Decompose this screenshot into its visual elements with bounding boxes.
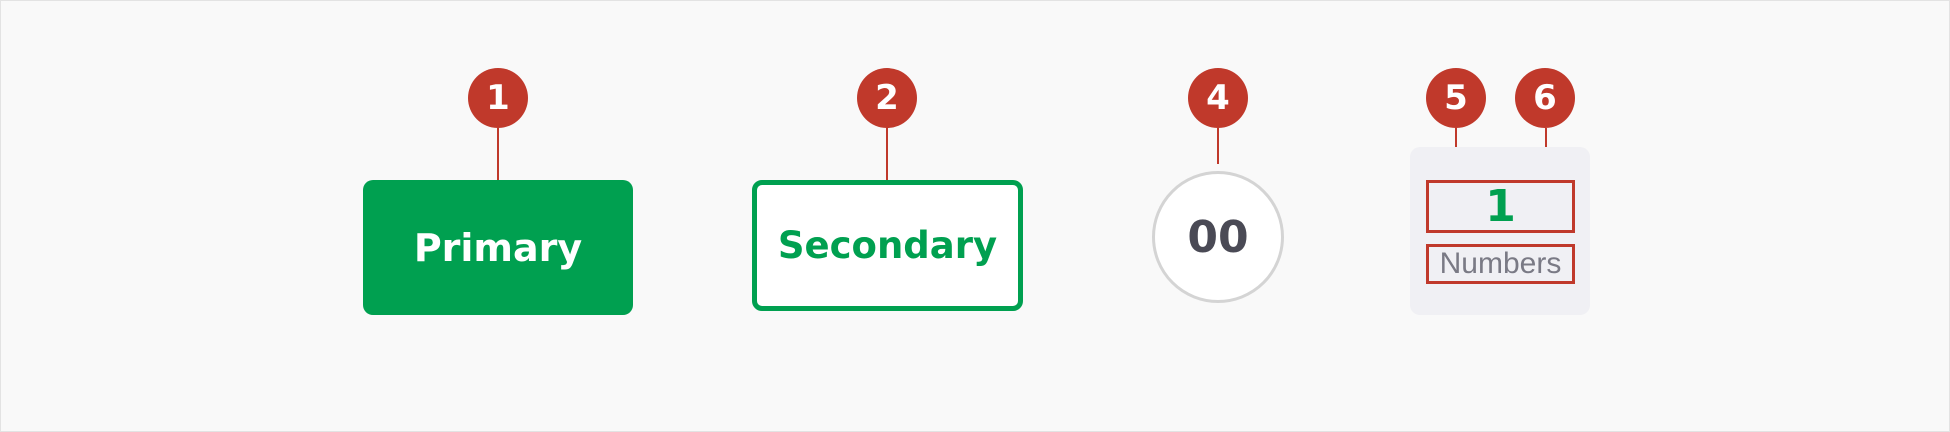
- marker-5: 5: [1426, 68, 1486, 128]
- marker-2: 2: [857, 68, 917, 128]
- primary-button[interactable]: Primary: [363, 180, 633, 315]
- marker-1-line: [497, 128, 499, 180]
- marker-2-line: [886, 128, 888, 180]
- primary-button-label: Primary: [413, 225, 583, 270]
- number-card-value: 1: [1485, 181, 1516, 232]
- marker-6: 6: [1515, 68, 1575, 128]
- counter-value: 00: [1187, 211, 1249, 263]
- value-highlight-box: [1426, 180, 1575, 233]
- marker-1: 1: [468, 68, 528, 128]
- counter-badge: 00: [1152, 171, 1284, 303]
- secondary-button[interactable]: Secondary: [752, 180, 1023, 311]
- marker-4: 4: [1188, 68, 1248, 128]
- marker-4-line: [1217, 128, 1219, 164]
- number-card-label: Numbers: [1439, 247, 1562, 280]
- label-highlight-box: [1426, 244, 1575, 284]
- secondary-button-label: Secondary: [777, 224, 998, 267]
